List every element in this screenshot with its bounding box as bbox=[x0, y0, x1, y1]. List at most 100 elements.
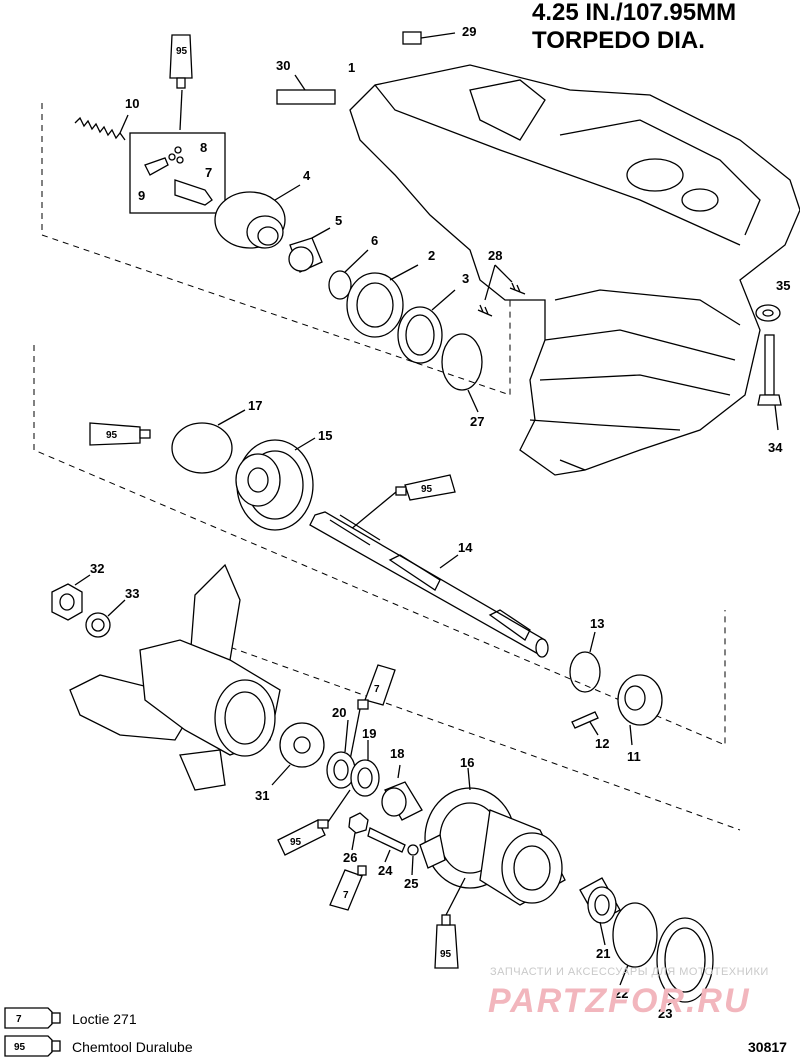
callout-4: 4 bbox=[303, 168, 311, 183]
callout-6: 6 bbox=[371, 233, 378, 248]
washer-25-part bbox=[407, 844, 419, 856]
callout-29: 29 bbox=[462, 24, 476, 39]
callout-30: 30 bbox=[276, 58, 290, 73]
callout-27: 27 bbox=[470, 414, 484, 429]
callout-19: 19 bbox=[362, 726, 376, 741]
callout-25: 25 bbox=[404, 876, 418, 891]
bearing-carrier-16-part bbox=[419, 767, 566, 906]
callout-33: 33 bbox=[125, 586, 139, 601]
callout-14: 14 bbox=[458, 540, 473, 555]
callout-9: 9 bbox=[138, 188, 145, 203]
propeller-shaft-14-part bbox=[309, 511, 549, 658]
callout-labels: 1 2 3 4 5 6 7 8 9 10 11 12 13 14 15 16 1… bbox=[90, 24, 790, 1021]
figure-number: 30817 bbox=[748, 1039, 787, 1055]
watermark: ЗАПЧАСТИ И АКСЕССУАРЫ ДЛЯ МОТОТЕХНИКИ PA… bbox=[488, 966, 769, 1020]
flange-4-part bbox=[214, 184, 301, 249]
loctite-tube-7-bottom: 7 bbox=[329, 865, 367, 911]
callout-28: 28 bbox=[488, 248, 502, 263]
pin-9-part bbox=[144, 157, 169, 176]
decal-30-part bbox=[276, 89, 336, 105]
clutch-11-part bbox=[617, 674, 663, 746]
callout-12: 12 bbox=[595, 736, 609, 751]
callout-23: 23 bbox=[658, 1006, 672, 1021]
legend-label-duralube: Chemtool Duralube bbox=[72, 1039, 193, 1055]
lubricant-tube-95-left: 95 bbox=[89, 422, 151, 446]
callout-13: 13 bbox=[590, 616, 604, 631]
callout-16: 16 bbox=[460, 755, 474, 770]
callout-26: 26 bbox=[343, 850, 357, 865]
stud-24-part bbox=[367, 827, 406, 853]
callout-35: 35 bbox=[776, 278, 790, 293]
callout-21: 21 bbox=[596, 946, 610, 961]
gear-housing-part bbox=[349, 64, 800, 476]
callout-7: 7 bbox=[205, 165, 212, 180]
svg-text:95: 95 bbox=[106, 430, 118, 441]
seal-19-part bbox=[350, 759, 380, 797]
title-line-1: 4.25 IN./107.95MM bbox=[532, 0, 736, 26]
loctite-tube-7-middle: 7 bbox=[349, 664, 396, 761]
bearing-carrier-assembly-boundary bbox=[209, 639, 741, 831]
o-ring-17-part bbox=[171, 422, 233, 474]
spring-10-part bbox=[74, 116, 126, 141]
watermark-logo: PARTZFOR.RU bbox=[488, 982, 751, 1020]
callout-18: 18 bbox=[390, 746, 404, 761]
lubricant-tube-95-top: 95 bbox=[169, 34, 193, 89]
race-3-part bbox=[397, 289, 456, 364]
legend-label-loctite: Loctie 271 bbox=[72, 1011, 137, 1027]
callout-8: 8 bbox=[200, 140, 207, 155]
bevel-gear-15-part bbox=[235, 437, 316, 531]
detent-parts-box bbox=[129, 132, 226, 214]
bearing-21-part bbox=[579, 877, 621, 946]
callout-20: 20 bbox=[332, 705, 346, 720]
callout-10: 10 bbox=[125, 96, 139, 111]
callout-24: 24 bbox=[378, 863, 393, 878]
svg-text:7: 7 bbox=[343, 890, 349, 901]
svg-text:95: 95 bbox=[14, 1042, 26, 1053]
pin-12-part bbox=[571, 711, 599, 729]
bushing-18-part bbox=[381, 764, 423, 821]
thrust-hub-31-part bbox=[271, 722, 325, 786]
nut-32-part bbox=[51, 574, 91, 621]
roller-bearing-2-part bbox=[346, 264, 419, 338]
lubricant-tube-95-middle: 95 bbox=[349, 474, 456, 531]
callout-17: 17 bbox=[248, 398, 262, 413]
title-line-2: TORPEDO DIA. bbox=[532, 27, 705, 54]
callout-22: 22 bbox=[614, 986, 628, 1001]
callout-11: 11 bbox=[627, 749, 641, 764]
svg-text:95: 95 bbox=[176, 46, 188, 57]
svg-text:95: 95 bbox=[290, 837, 302, 848]
callout-34: 34 bbox=[768, 440, 783, 455]
callout-15: 15 bbox=[318, 428, 332, 443]
washer-35-part bbox=[755, 304, 781, 322]
svg-text:95: 95 bbox=[421, 484, 433, 495]
snap-ring-6-part bbox=[328, 270, 352, 300]
screws-28-part bbox=[477, 264, 526, 317]
legend: 7 Loctie 271 95 Chemtool Duralube bbox=[4, 1007, 193, 1057]
lubricant-tube-95-bottom: 95 bbox=[434, 877, 466, 969]
callout-32: 32 bbox=[90, 561, 104, 576]
nut-26-part bbox=[348, 812, 369, 834]
legend-item-loctite: 7 Loctie 271 bbox=[4, 1007, 137, 1029]
tab-washer-33-part bbox=[85, 599, 126, 638]
callout-3: 3 bbox=[462, 271, 469, 286]
o-ring-27-part bbox=[441, 333, 483, 391]
lubricant-tube-95-lower: 95 bbox=[277, 789, 351, 856]
thrust-bearing-23-part bbox=[656, 917, 714, 1006]
snap-ring-13-part bbox=[569, 651, 601, 693]
bearing-5-part bbox=[288, 227, 331, 273]
svg-text:7: 7 bbox=[16, 1014, 22, 1025]
svg-text:95: 95 bbox=[440, 949, 452, 960]
callout-31: 31 bbox=[255, 788, 269, 803]
callout-2: 2 bbox=[428, 248, 435, 263]
bolt-34-part bbox=[757, 334, 782, 406]
propeller-part bbox=[69, 563, 281, 791]
legend-item-duralube: 95 Chemtool Duralube bbox=[4, 1035, 193, 1057]
watermark-tagline: ЗАПЧАСТИ И АКСЕССУАРЫ ДЛЯ МОТОТЕХНИКИ bbox=[490, 966, 769, 978]
thrust-washer-22-part bbox=[612, 902, 658, 968]
detent-7-part bbox=[174, 179, 213, 206]
callout-5: 5 bbox=[335, 213, 342, 228]
callout-1: 1 bbox=[348, 60, 355, 75]
svg-text:7: 7 bbox=[374, 684, 380, 695]
